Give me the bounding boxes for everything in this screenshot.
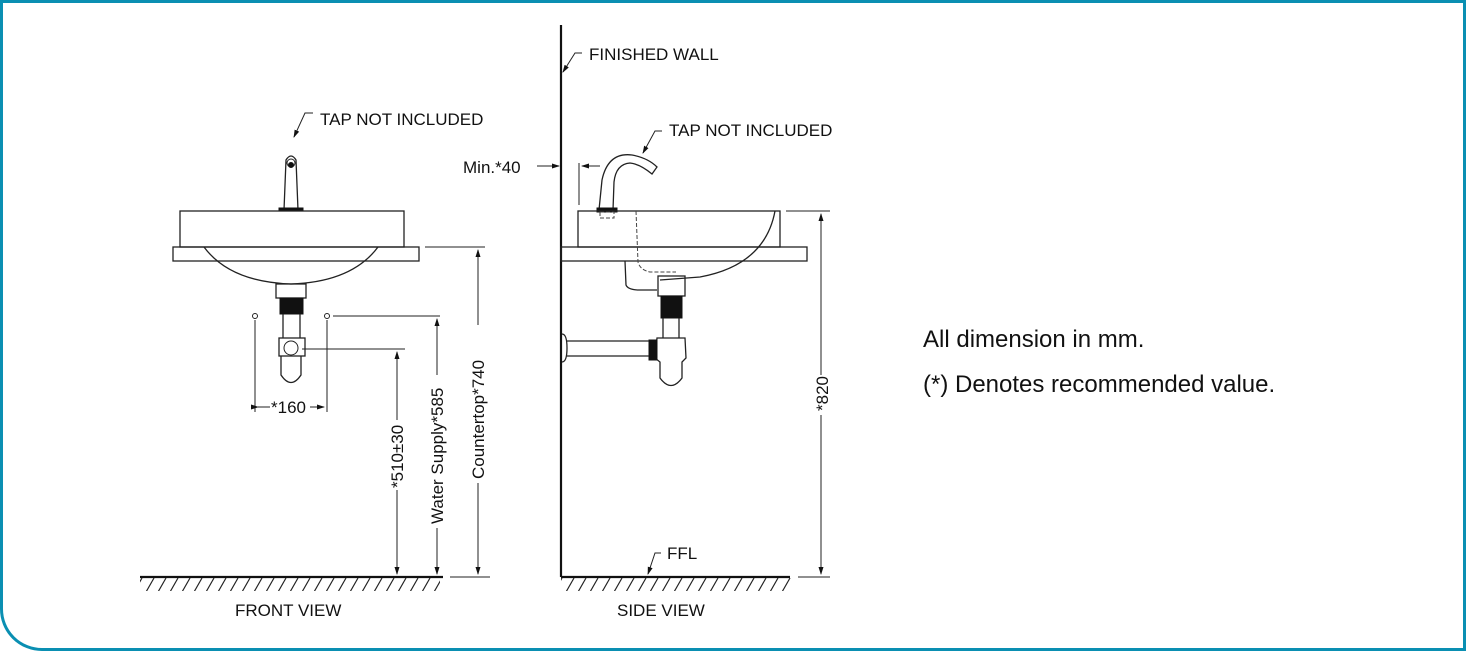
dimension-820-label: *820 <box>813 376 832 411</box>
ffl-label: FFL <box>667 544 697 563</box>
note-recommended: (*) Denotes recommended value. <box>923 371 1275 398</box>
dimension-min-40-label: Min.*40 <box>463 158 521 177</box>
side-floor: FFL <box>561 544 830 591</box>
front-view-title: FRONT VIEW <box>235 601 341 620</box>
dimension-510-label: *510±30 <box>388 425 407 488</box>
dimension-water-supply: Water Supply*585 <box>428 318 447 575</box>
side-basin <box>560 210 808 291</box>
dimension-510: *510±30 <box>388 351 407 575</box>
front-tap-label: TAP NOT INCLUDED <box>320 110 483 129</box>
note-units: All dimension in mm. <box>923 326 1144 353</box>
front-view: TAP NOT INCLUDED *160 <box>140 110 490 620</box>
front-tap-leader: TAP NOT INCLUDED <box>293 110 483 138</box>
front-basin-rim <box>179 210 405 248</box>
dimension-160: *160 <box>251 398 325 417</box>
dimension-countertop-label: Countertop*740 <box>469 360 488 479</box>
front-tap-icon <box>278 155 304 212</box>
front-waste-trap <box>275 283 307 384</box>
dimension-water-supply-label: Water Supply*585 <box>428 388 447 524</box>
dimension-160-label: *160 <box>271 398 306 417</box>
dimension-min-40: Min.*40 <box>463 158 600 205</box>
side-tap-label: TAP NOT INCLUDED <box>669 121 832 140</box>
front-floor <box>140 575 490 591</box>
dimension-countertop: Countertop*740 <box>469 249 488 575</box>
supply-point-left <box>252 313 258 319</box>
front-basin-bowl <box>203 246 379 285</box>
side-view-title: SIDE VIEW <box>617 601 705 620</box>
front-countertop <box>172 246 420 262</box>
side-tap-icon <box>596 154 658 219</box>
side-waste-trap <box>561 275 687 387</box>
notes: All dimension in mm. (*) Denotes recomme… <box>923 326 1275 398</box>
dimension-820: *820 <box>786 210 832 575</box>
supply-point-right <box>324 313 330 319</box>
finished-wall-label: FINISHED WALL <box>589 45 719 64</box>
side-view: FINISHED WALL Min.*40 TAP NOT INCLUDED <box>463 25 832 620</box>
